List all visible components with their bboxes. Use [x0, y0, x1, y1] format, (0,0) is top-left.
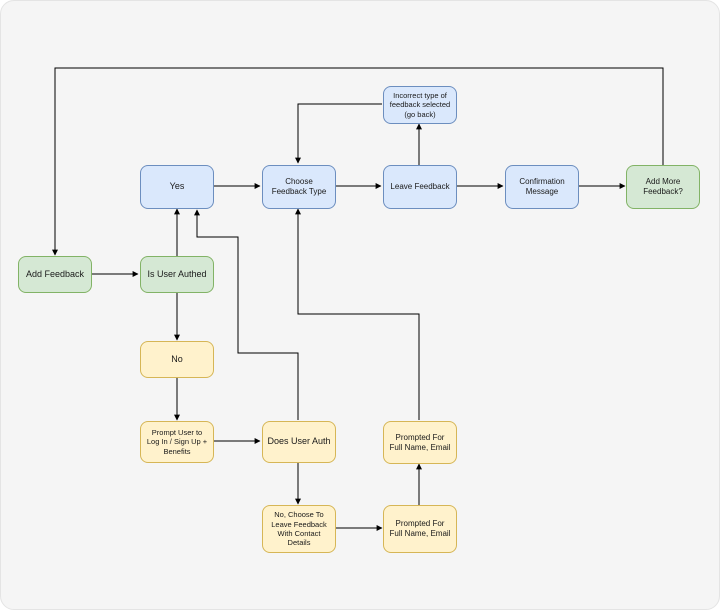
node-yes: Yes	[140, 165, 214, 209]
node-leave-feedback-label: Leave Feedback	[390, 182, 450, 191]
node-prompted-name-email-lower-label: Prompted For Full Name, Email	[389, 519, 451, 538]
node-choose-feedback-type: Choose Feedback Type	[262, 165, 336, 209]
node-no-choose-contact-label: No, Choose To Leave Feedback With Contac…	[271, 510, 327, 548]
node-incorrect-type: Incorrect type of feedback selected (go …	[383, 86, 457, 124]
node-choose-feedback-type-label: Choose Feedback Type	[271, 177, 327, 196]
node-incorrect-type-label: Incorrect type of feedback selected (go …	[389, 90, 451, 119]
edge-addmore-to-add	[52, 67, 664, 256]
node-prompted-name-email-lower: Prompted For Full Name, Email	[383, 505, 457, 553]
node-no-label: No	[171, 353, 183, 364]
node-no: No	[140, 341, 214, 378]
node-is-user-authed-label: Is User Authed	[147, 268, 207, 279]
node-prompt-login-label: Prompt User to Log In / Sign Up + Benefi…	[146, 427, 208, 456]
node-does-user-auth: Does User Auth	[262, 421, 336, 463]
edge-incorrect-to-choose	[295, 103, 382, 164]
node-prompted-name-email-upper-label: Prompted For Full Name, Email	[389, 432, 451, 452]
node-no-choose-contact: No, Choose To Leave Feedback With Contac…	[262, 505, 336, 553]
node-is-user-authed: Is User Authed	[140, 256, 214, 293]
node-confirmation-message: Confirmation Message	[505, 165, 579, 209]
edge-doesauth-to-yes	[194, 209, 299, 420]
node-add-feedback-label: Add Feedback	[25, 268, 85, 279]
edge-prompted1-to-choose	[295, 208, 420, 420]
node-add-feedback: Add Feedback	[18, 256, 92, 293]
node-add-more-feedback-label: Add More Feedback?	[643, 177, 683, 196]
node-does-user-auth-label: Does User Auth	[267, 436, 331, 447]
node-add-more-feedback: Add More Feedback?	[626, 165, 700, 209]
node-confirmation-message-label: Confirmation Message	[519, 177, 565, 196]
node-prompt-login: Prompt User to Log In / Sign Up + Benefi…	[140, 421, 214, 463]
node-yes-label: Yes	[169, 181, 185, 192]
node-prompted-name-email-upper: Prompted For Full Name, Email	[383, 421, 457, 464]
node-leave-feedback: Leave Feedback	[383, 165, 457, 209]
